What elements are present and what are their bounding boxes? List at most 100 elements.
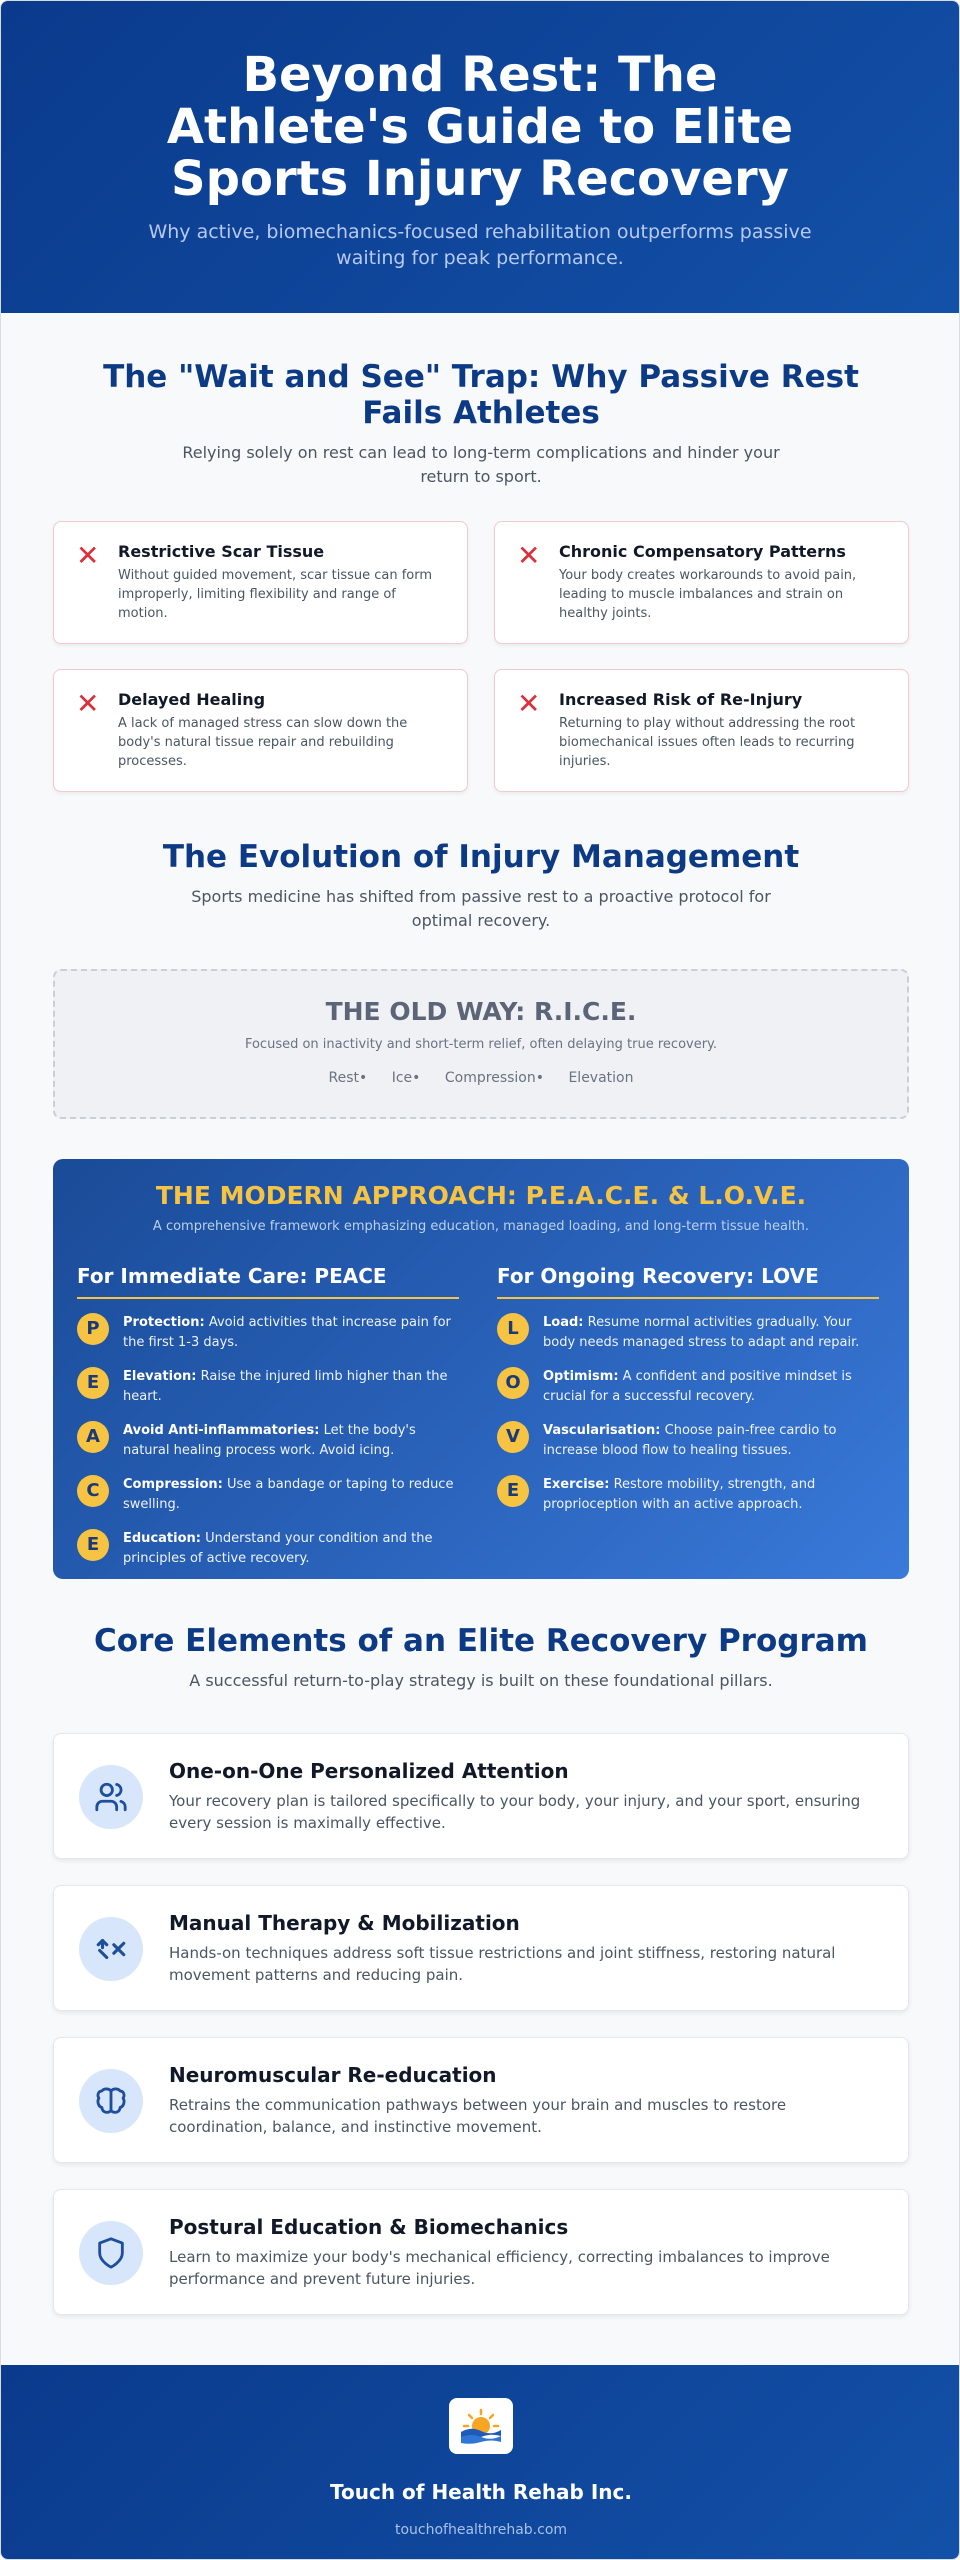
pillar-card: One-on-One Personalized Attention Your r…	[53, 1733, 909, 1859]
hands-icon	[79, 1917, 143, 1981]
pillar-card: Postural Education & Biomechanics Learn …	[53, 2189, 909, 2315]
letter-badge: E	[497, 1475, 529, 1507]
rice-item: Elevation	[568, 1070, 634, 1086]
risk-card: ✕ Increased Risk of Re-Injury Returning …	[494, 669, 909, 792]
peace-item: C Compression: Use a bandage or taping t…	[77, 1475, 459, 1515]
love-column: For Ongoing Recovery: LOVE L Load: Resum…	[497, 1263, 879, 1515]
love-heading: For Ongoing Recovery: LOVE	[497, 1263, 879, 1299]
item-term: Elevation:	[123, 1369, 197, 1384]
item-text: Understand your condition and the princi…	[123, 1531, 433, 1566]
risk-card: ✕ Delayed Healing A lack of managed stre…	[53, 669, 468, 792]
hero-header: Beyond Rest: The Athlete's Guide to Elit…	[1, 1, 959, 313]
page-title: Beyond Rest: The Athlete's Guide to Elit…	[166, 47, 794, 207]
letter-badge: V	[497, 1421, 529, 1453]
risk-card-title: Increased Risk of Re-Injury	[559, 690, 803, 709]
website-link[interactable]: touchofhealthrehab.com	[394, 2522, 568, 2538]
peace-item: A Avoid Anti-inflammatories: Let the bod…	[77, 1421, 459, 1461]
pillar-title: Neuromuscular Re-education	[169, 2063, 497, 2087]
section-subtitle: A successful return-to-play strategy is …	[189, 1671, 773, 1690]
old-way-panel: THE OLD WAY: R.I.C.E. Focused on inactiv…	[53, 969, 909, 1119]
pillar-text: Your recovery plan is tailored specifica…	[169, 1792, 861, 1832]
item-text: Raise the injured limb higher than the h…	[123, 1369, 448, 1404]
pillar-card: Manual Therapy & Mobilization Hands-on t…	[53, 1885, 909, 2011]
item-text: A confident and positive mindset is cruc…	[543, 1369, 852, 1404]
modern-subtitle: A comprehensive framework emphasizing ed…	[152, 1219, 810, 1234]
item-text: Resume normal activities gradually. Your…	[543, 1315, 860, 1350]
risk-card-text: A lack of managed stress can slow down t…	[118, 716, 408, 769]
pillar-title: Postural Education & Biomechanics	[169, 2215, 569, 2239]
item-text: Restore mobility, strength, and proprioc…	[543, 1477, 816, 1512]
pillar-text: Hands-on techniques address soft tissue …	[169, 1944, 836, 1984]
item-text: Avoid activities that increase pain for …	[123, 1315, 451, 1350]
item-text: Use a bandage or taping to reduce swelli…	[123, 1477, 454, 1512]
old-way-subtitle: Focused on inactivity and short-term rel…	[244, 1037, 718, 1052]
risk-card: ✕ Restrictive Scar Tissue Without guided…	[53, 521, 468, 644]
peace-item: P Protection: Avoid activities that incr…	[77, 1313, 459, 1353]
letter-badge: L	[497, 1313, 529, 1345]
peace-item: E Education: Understand your condition a…	[77, 1529, 459, 1569]
pillar-title: Manual Therapy & Mobilization	[169, 1911, 520, 1935]
letter-badge: P	[77, 1313, 109, 1345]
risk-card: ✕ Chronic Compensatory Patterns Your bod…	[494, 521, 909, 644]
brain-icon	[79, 2069, 143, 2133]
item-term: Vascularisation:	[543, 1423, 661, 1438]
pillar-text: Retrains the communication pathways betw…	[169, 2096, 787, 2136]
x-icon: ✕	[76, 539, 100, 572]
item-term: Protection:	[123, 1315, 205, 1330]
letter-badge: A	[77, 1421, 109, 1453]
risk-card-title: Restrictive Scar Tissue	[118, 542, 325, 561]
users-icon	[79, 1765, 143, 1829]
love-item: L Load: Resume normal activities gradual…	[497, 1313, 879, 1353]
x-icon: ✕	[76, 687, 100, 720]
pillar-title: One-on-One Personalized Attention	[169, 1759, 569, 1783]
pillar-text: Learn to maximize your body's mechanical…	[169, 2248, 830, 2288]
risk-card-text: Without guided movement, scar tissue can…	[118, 568, 433, 621]
peace-item: E Elevation: Raise the injured limb high…	[77, 1367, 459, 1407]
passive-rest-section: The "Wait and See" Trap: Why Passive Res…	[1, 359, 959, 792]
page-subtitle: Why active, biomechanics-focused rehabil…	[148, 221, 812, 269]
item-term: Education:	[123, 1531, 201, 1546]
footer: Touch of Health Rehab Inc. touchofhealth…	[1, 2365, 959, 2559]
core-elements-section: Core Elements of an Elite Recovery Progr…	[1, 1623, 959, 1693]
evolution-section: The Evolution of Injury Management Sport…	[1, 839, 959, 933]
company-name: Touch of Health Rehab Inc.	[330, 2480, 632, 2504]
modern-title: THE MODERN APPROACH: P.E.A.C.E. & L.O.V.…	[155, 1181, 807, 1210]
risk-card-title: Chronic Compensatory Patterns	[559, 542, 846, 561]
risk-card-text: Your body creates workarounds to avoid p…	[559, 568, 857, 621]
risk-card-text: Returning to play without addressing the…	[559, 716, 856, 769]
section-subtitle: Sports medicine has shifted from passive…	[191, 887, 771, 930]
letter-badge: E	[77, 1529, 109, 1561]
rice-item: Rest•	[328, 1070, 368, 1086]
section-title: Core Elements of an Elite Recovery Progr…	[94, 1623, 868, 1659]
love-item: E Exercise: Restore mobility, strength, …	[497, 1475, 879, 1515]
letter-badge: C	[77, 1475, 109, 1507]
rice-list: Rest• Ice• Compression• Elevation	[55, 1070, 907, 1086]
rice-item: Ice•	[391, 1070, 421, 1086]
rice-item: Compression•	[444, 1070, 544, 1086]
item-term: Optimism:	[543, 1369, 619, 1384]
modern-approach-panel: THE MODERN APPROACH: P.E.A.C.E. & L.O.V.…	[53, 1159, 909, 1579]
love-item: V Vascularisation: Choose pain-free card…	[497, 1421, 879, 1461]
item-term: Compression:	[123, 1477, 223, 1492]
letter-badge: E	[77, 1367, 109, 1399]
item-term: Exercise:	[543, 1477, 610, 1492]
love-item: O Optimism: A confident and positive min…	[497, 1367, 879, 1407]
section-subtitle: Relying solely on rest can lead to long-…	[182, 443, 780, 486]
old-way-title: THE OLD WAY: R.I.C.E.	[325, 997, 637, 1026]
risk-card-title: Delayed Healing	[118, 690, 266, 709]
pillar-card: Neuromuscular Re-education Retrains the …	[53, 2037, 909, 2163]
section-title: The "Wait and See" Trap: Why Passive Res…	[103, 359, 859, 431]
x-icon: ✕	[517, 687, 541, 720]
x-icon: ✕	[517, 539, 541, 572]
letter-badge: O	[497, 1367, 529, 1399]
item-text: Let the body's natural healing process w…	[123, 1423, 416, 1458]
item-text: Choose pain-free cardio to increase bloo…	[543, 1423, 837, 1458]
item-term: Avoid Anti-inflammatories:	[123, 1423, 320, 1438]
section-title: The Evolution of Injury Management	[162, 839, 800, 875]
peace-column: For Immediate Care: PEACE P Protection: …	[77, 1263, 459, 1569]
peace-heading: For Immediate Care: PEACE	[77, 1263, 459, 1299]
shield-icon	[79, 2221, 143, 2285]
company-logo	[449, 2398, 513, 2454]
item-term: Load:	[543, 1315, 584, 1330]
